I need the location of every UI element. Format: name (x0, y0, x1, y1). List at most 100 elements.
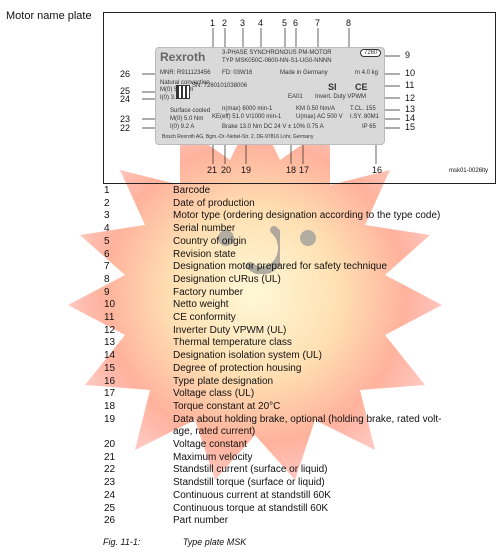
nameplate-figure (103, 12, 496, 184)
item-number: 23 (104, 477, 116, 489)
item-number: 11 (104, 312, 115, 323)
item-number: 5 (104, 235, 110, 247)
item-number: 18 (104, 400, 116, 412)
item-number: 15 (104, 362, 116, 374)
item-description: Standstill current (surface or liquid) (173, 464, 328, 476)
callout-number: 5 (282, 18, 288, 28)
item-description: Date of production (173, 197, 255, 209)
item-description: Continuous current at standstill 60K (173, 489, 331, 501)
ce-mark-icon: CE (355, 82, 368, 92)
plate-surface: Surface cooled (170, 108, 211, 114)
item-number: 17 (104, 388, 116, 400)
item-description: Maximum velocity (173, 451, 253, 463)
item-description: Motor type (ordering designation accordi… (173, 210, 441, 222)
list-item: 13 Thermal temperature class (0, 337, 502, 349)
item-description: CE conformity (173, 312, 236, 323)
plate-isy: I.SY. 80M1 (350, 114, 379, 120)
list-item: 19 Data about holding brake, optional (ho… (0, 414, 502, 426)
callout-number: 18 (286, 165, 297, 175)
item-number: 25 (104, 502, 116, 514)
item-number: 4 (104, 223, 110, 235)
item-description: Designation isolation system (UL) (173, 350, 322, 362)
item-number: 22 (104, 464, 116, 476)
list-item: 22 Standstill current (surface or liquid) (0, 464, 502, 476)
plate-made: Made in Germany (280, 70, 328, 76)
item-description: Type plate designation (173, 375, 274, 387)
item-description: Part number (173, 515, 229, 527)
plate-i0: I(0) 3.2 A (160, 95, 185, 101)
caption-label: Fig. 11-1: (103, 537, 141, 547)
item-description: Netto weight (173, 299, 229, 311)
callout-number: 9 (405, 50, 411, 60)
callout-number: 1 (210, 18, 216, 28)
list-item: 1 Barcode (0, 185, 502, 197)
plate-line2: TYP MSK050C-0600-NN-S1-UG0-NNNN (222, 58, 332, 64)
plate-ip: IP 65 (362, 124, 376, 130)
plate-box-number: 7260 (360, 49, 382, 57)
callout-number: 11 (405, 80, 415, 90)
watermark-eye-icon (300, 230, 316, 246)
item-description: Standstill torque (surface or liquid) (173, 477, 325, 489)
plate-brake: Brake 13.0 Nm DC 24 V ± 10% 0.75 A (222, 124, 324, 130)
item-description: Continuous torque at standstill 60K (173, 502, 329, 514)
sun-watermark-icon (68, 108, 442, 480)
plate-tcl: T.CL. 155 (350, 106, 376, 112)
callout-number: 10 (405, 68, 416, 78)
callout-number: 15 (405, 122, 416, 132)
item-number: 26 (104, 515, 116, 527)
item-description: Serial number (173, 223, 236, 235)
item-description: Thermal temperature class (173, 337, 292, 349)
plate-mnr: MNR: R911123456 (160, 70, 211, 76)
rexroth-logo: Rexroth (160, 50, 206, 64)
item-number: 19 (104, 413, 116, 425)
list-item: 25 Continuous torque at standstill 60K (0, 503, 502, 515)
ul-mark-icon: SI (328, 82, 337, 92)
item-description: Voltage class (UL) (173, 388, 255, 400)
plate-km: KM 0.50 Nm/A (296, 106, 336, 112)
watermark-eye-icon (218, 230, 234, 246)
caption-text: Type plate MSK (182, 537, 247, 547)
plate-date: FD: 03W16 (222, 70, 253, 76)
plate-nmax: n(max) 6000 min-1 (222, 106, 273, 112)
callout-number: 23 (120, 114, 131, 124)
list-item: 5 Country of origin (0, 236, 502, 248)
callout-number: 4 (258, 18, 264, 28)
item-number: 1 (104, 185, 110, 196)
list-item: 11 CE conformity (0, 312, 502, 324)
callout-number: 24 (120, 94, 131, 104)
callout-number: 16 (372, 165, 383, 175)
callout-number: 26 (120, 69, 131, 79)
callout-number: 7 (315, 18, 321, 28)
item-number: 6 (104, 248, 110, 260)
figure-caption: Fig. 11-1: Type plate MSK (103, 537, 246, 547)
list-item: age, rated current) (0, 426, 502, 438)
callout-number: 3 (240, 18, 246, 28)
list-item: 17 Voltage class (UL) (0, 388, 502, 400)
plate-line1: 3-PHASE SYNCHRONOUS PM-MOTOR (222, 50, 332, 56)
list-item: 24 Continuous current at standstill 60K (0, 490, 502, 502)
item-number: 13 (104, 337, 116, 349)
callout-number: 12 (405, 93, 416, 103)
callout-number: 8 (346, 18, 352, 28)
list-item: 18 Torque constant at 20°C (0, 401, 502, 413)
item-description: Country of origin (173, 235, 247, 247)
item-description: Designation cURus (UL) (173, 273, 281, 285)
plate-mass: m 4.0 kg (355, 70, 379, 76)
item-description: Torque constant at 20°C (173, 400, 281, 412)
callout-number: 22 (120, 123, 131, 133)
callout-number: 14 (405, 113, 416, 123)
item-description: Data about holding brake, optional (hold… (173, 413, 442, 425)
watermark-mouth-icon (246, 226, 280, 274)
item-number: 7 (104, 261, 110, 273)
item-number: 24 (104, 489, 116, 501)
item-description: Barcode (173, 185, 211, 196)
plate-natural: Natural convection (160, 80, 210, 86)
